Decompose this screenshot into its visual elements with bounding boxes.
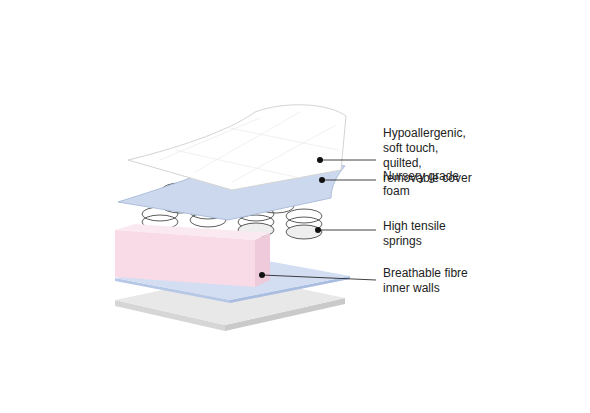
quilt-line [160, 118, 260, 160]
callout-label: High tensile springs [383, 219, 475, 249]
cover-sheet [128, 105, 346, 190]
leader-dot [319, 177, 325, 183]
leader-line [318, 230, 376, 231]
callout-label: Nursery grade foam [383, 169, 475, 199]
leader-line [262, 275, 376, 280]
leader-lines [262, 160, 376, 280]
leader-dot [315, 227, 321, 233]
leader-dots [259, 157, 325, 278]
leader-dot [259, 272, 265, 278]
quilt-line [230, 128, 338, 150]
leader-line [322, 180, 376, 181]
wall-side [255, 233, 270, 287]
quilt-line [175, 150, 300, 178]
spring-coil [286, 225, 322, 239]
callout-label: Breathable fibre inner walls [383, 266, 475, 296]
quilt-line [232, 125, 336, 182]
quilt-line [195, 112, 300, 172]
spring-coil [286, 209, 322, 223]
leader-line [320, 160, 376, 161]
quilting [160, 112, 338, 182]
wall-front [115, 230, 255, 287]
cover [128, 105, 346, 190]
leader-dot [317, 157, 323, 163]
pink-wall [115, 224, 270, 287]
